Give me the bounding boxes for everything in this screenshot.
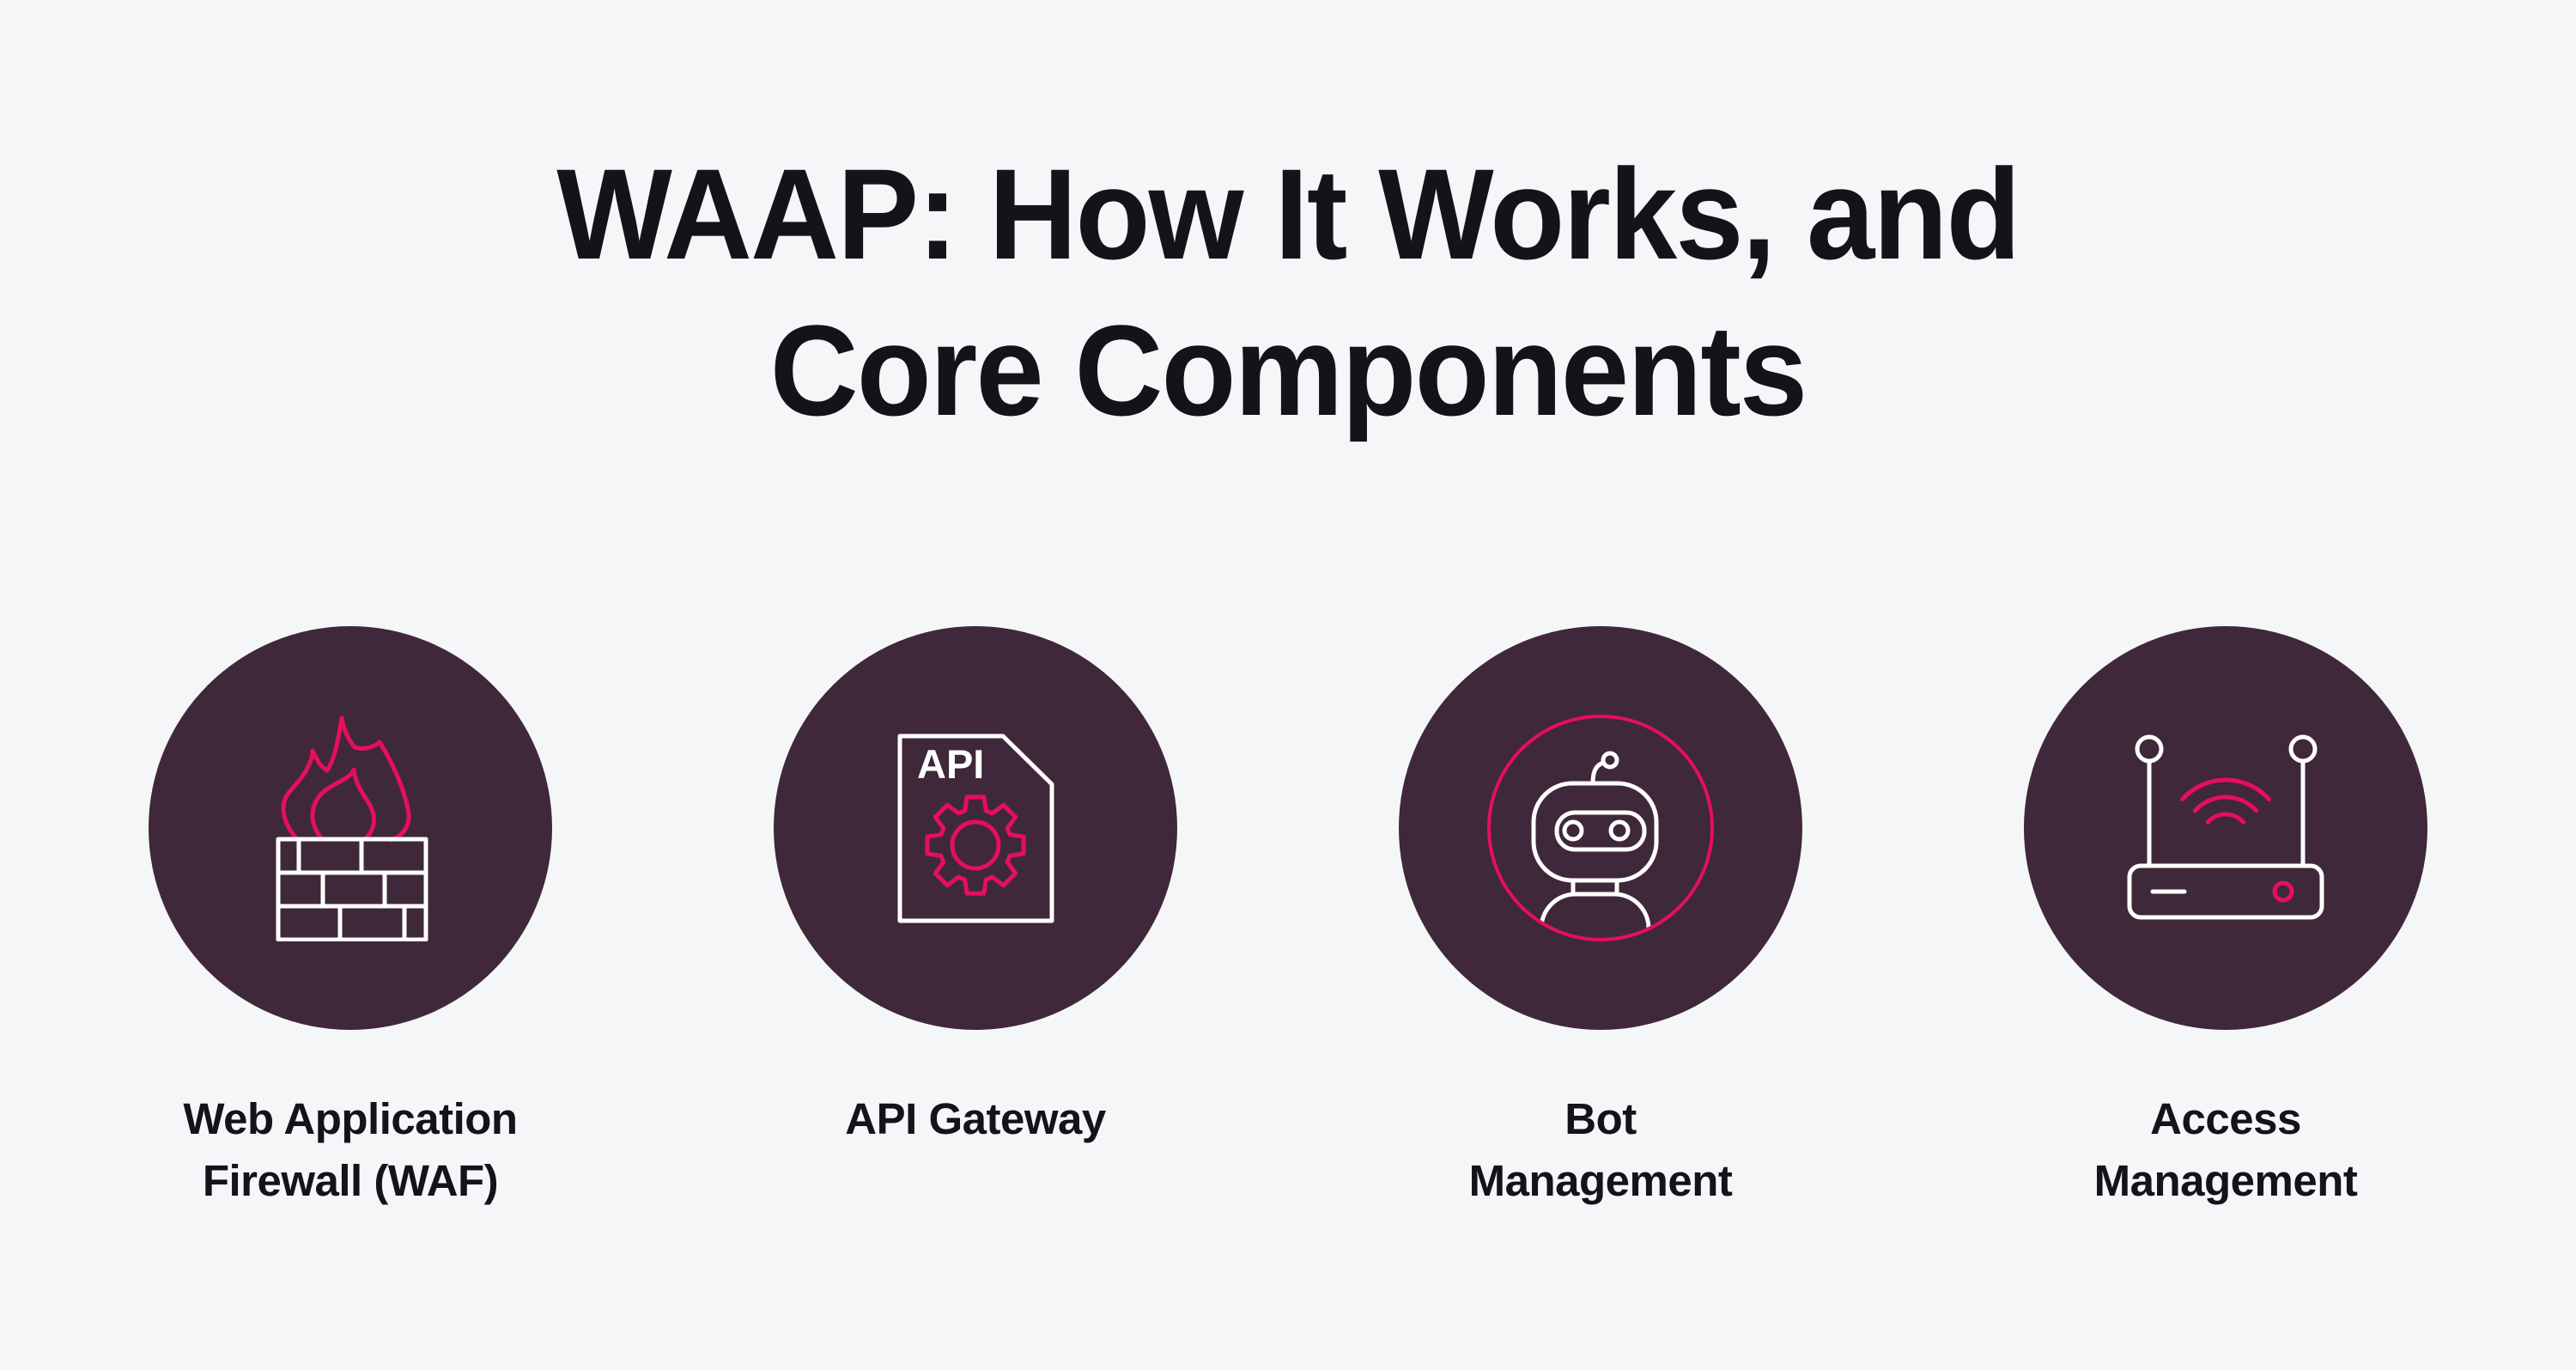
pink-ring <box>1487 715 1714 941</box>
router-button <box>2272 880 2294 903</box>
robot-visor <box>1554 810 1647 852</box>
router-wifi-icon <box>2127 734 2324 920</box>
robot-eye-right <box>1608 819 1631 842</box>
wifi-signal <box>2180 777 2294 903</box>
waf-circle <box>149 626 552 1030</box>
component-label-bot-management: Bot Management <box>1468 1094 1733 1205</box>
robot-head <box>1531 781 1659 883</box>
firewall-icon <box>276 715 428 941</box>
component-api-gateway: API API Gateway <box>774 626 1177 1212</box>
robot-shape <box>1531 751 1659 938</box>
robot-eye-left <box>1562 819 1584 842</box>
router-shape <box>2127 734 2324 920</box>
antenna-left-tip <box>2135 734 2164 764</box>
gear-shape <box>924 794 1026 896</box>
antenna-tip <box>1601 751 1619 770</box>
api-document-gear-icon: API <box>897 734 1054 922</box>
api-badge-text: API <box>917 741 984 787</box>
flame-shape <box>281 715 411 843</box>
component-label-api-gateway: API Gateway <box>845 1094 1106 1143</box>
access-management-circle <box>2024 626 2427 1030</box>
document-outline <box>897 734 1054 922</box>
component-label-waf: Web Application Firewall (WAF) <box>183 1094 518 1205</box>
robot-icon <box>1487 715 1714 941</box>
component-waf: Web Application Firewall (WAF) <box>149 626 552 1212</box>
bot-management-circle <box>1399 626 1802 1030</box>
router-box <box>2127 863 2324 920</box>
antenna-right-tip <box>2288 734 2318 764</box>
component-label-access-management: Access Management <box>2093 1094 2358 1205</box>
component-access-management: Access Management <box>2024 626 2427 1212</box>
component-bot-management: Bot Management <box>1399 626 1802 1212</box>
brick-wall-shape <box>276 837 428 941</box>
api-gateway-circle: API <box>774 626 1177 1030</box>
components-row: Web Application Firewall (WAF) API API G… <box>0 626 2576 1212</box>
page-title: WAAP: How It Works, and Core Components <box>556 142 2020 442</box>
